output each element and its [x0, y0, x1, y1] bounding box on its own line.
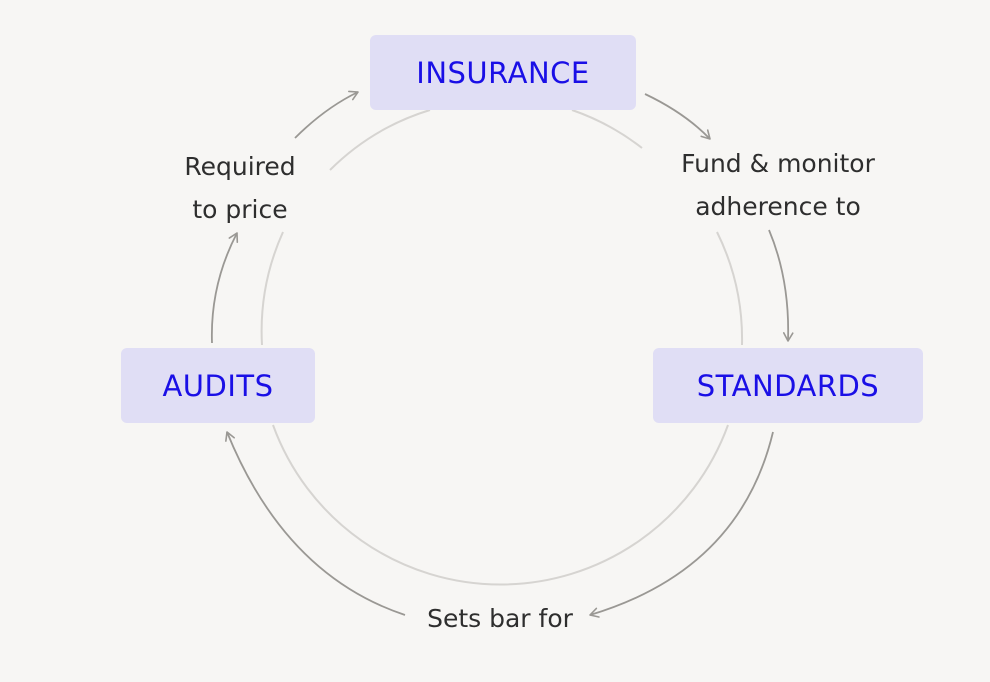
edge-label-sets-bar: Sets bar for: [400, 597, 600, 640]
arrow-insurance-to-standards-upper: [644, 93, 711, 140]
ring-segment-top-right: [571, 109, 643, 149]
audits-node: AUDITS: [121, 348, 315, 423]
arrow-standards-to-audits-left: [225, 431, 406, 616]
ring-segment-bottom: [272, 424, 729, 586]
edge-label-line: Fund & monitor: [681, 149, 875, 178]
arrow-audits-to-insurance-upper: [294, 90, 359, 139]
ring: [260, 109, 744, 586]
arrow-audits-to-insurance-lower: [210, 232, 239, 344]
edge-label-line: to price: [192, 195, 288, 224]
edge-label-required-to-price: Required to price: [150, 145, 330, 231]
insurance-node-label: INSURANCE: [416, 55, 590, 90]
edge-label-line: adherence to: [695, 192, 861, 221]
arrow-standards-to-audits-right: [589, 431, 774, 618]
edge-label-fund-monitor: Fund & monitor adherence to: [660, 142, 896, 228]
arrows: [210, 90, 794, 618]
standards-node: STANDARDS: [653, 348, 923, 423]
standards-node-label: STANDARDS: [696, 368, 880, 403]
audits-node-label: AUDITS: [162, 368, 274, 403]
insurance-node: INSURANCE: [370, 35, 636, 110]
arrow-insurance-to-standards-lower: [768, 229, 794, 342]
ring-segment-top-left: [329, 109, 431, 171]
ring-segment-right: [716, 231, 744, 346]
edge-label-line: Sets bar for: [427, 604, 573, 633]
ring-segment-left: [260, 231, 284, 346]
edge-label-line: Required: [184, 152, 296, 181]
